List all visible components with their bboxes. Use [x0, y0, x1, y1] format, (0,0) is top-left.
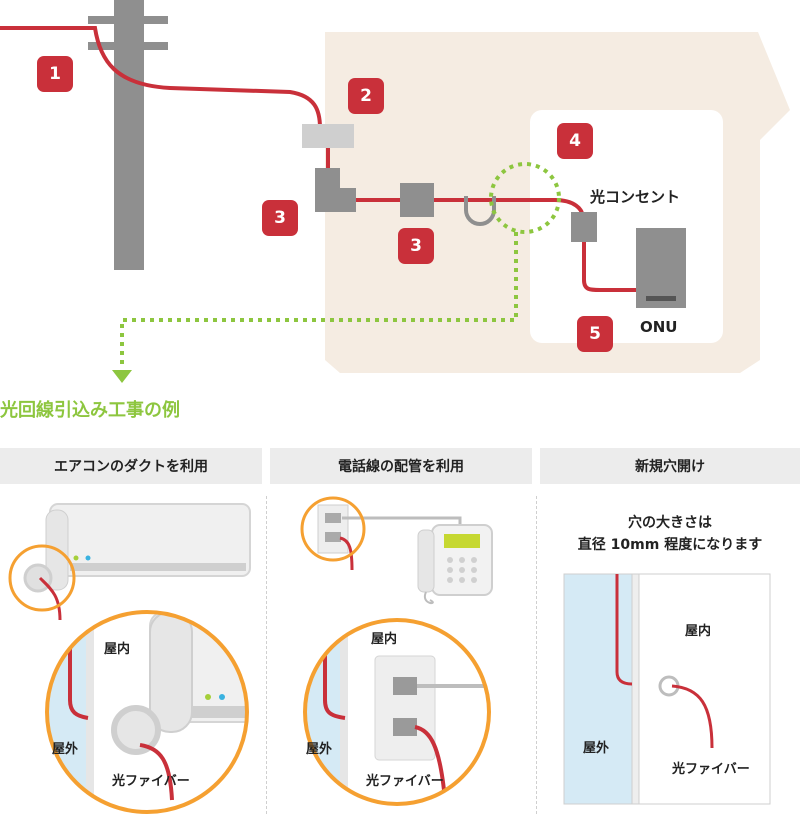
panel-2-title: 電話線の配管を利用 [270, 448, 532, 484]
onu-label: ONU [640, 318, 678, 336]
aircon-duct-zoom [149, 612, 193, 733]
panel-2-indoor-label: 屋内 [371, 632, 398, 647]
badge-3-right: 3 [398, 228, 434, 264]
panel-3-outdoor-label: 屋外 [583, 741, 610, 756]
fiber-zoom-1 [68, 640, 89, 720]
panel-3-note-line1: 穴の大きさは [628, 515, 712, 531]
junction-box [400, 183, 434, 217]
elbow-connector [315, 168, 356, 212]
zoom-ring-small-1 [8, 544, 76, 612]
hikari-outlet [571, 212, 597, 242]
installation-diagram [0, 0, 790, 383]
badge-3-left: 3 [262, 200, 298, 236]
route-dotted-line [120, 232, 518, 368]
wall-outdoor-1 [47, 612, 86, 812]
aircon-duct-small [45, 509, 69, 591]
telephone [431, 524, 493, 596]
hikari-outlet-label: 光コンセント [590, 188, 681, 206]
panel-3-fiber-label: 光ファイバー [672, 762, 750, 777]
fiber-line-aerial [0, 26, 322, 129]
panel-1-indoor-label: 屋内 [104, 642, 131, 657]
wall-outdoor-3 [563, 573, 633, 805]
badge-4: 4 [557, 123, 593, 159]
aircon-led-blue [85, 555, 91, 561]
panel-3-note-line2: 直径 10mm 程度になります [577, 537, 763, 553]
panel-1-fiber-label: 光ファイバー [112, 774, 190, 789]
panel-3-title: 新規穴開け [540, 448, 800, 484]
duct-hole-zoom [111, 705, 161, 755]
panel-1-outdoor-label: 屋外 [52, 742, 79, 757]
fiber-small-2 [339, 536, 354, 571]
route-arrow-icon [112, 370, 132, 383]
aircon-vent [70, 563, 246, 571]
onu-slot [646, 296, 676, 301]
phone-jack-zoom [374, 655, 436, 761]
wall-hole [658, 675, 680, 697]
wall-outdoor-2 [305, 620, 340, 804]
panel-3-indoor-label: 屋内 [685, 624, 712, 639]
aircon-unit-zoom [149, 612, 247, 723]
wall-anchor-box [302, 124, 354, 148]
aircon-unit [49, 503, 251, 577]
badge-1: 1 [37, 56, 73, 92]
utility-pole [114, 0, 144, 270]
aircon-led-green [73, 555, 79, 561]
fiber-line-indoor [582, 242, 638, 292]
zoom-ring-small-2 [300, 496, 366, 562]
fiber-panel-3a [615, 574, 633, 686]
pole-crossbar-top [88, 16, 168, 24]
onu-device [636, 228, 686, 308]
panel-2-fiber-label: 光ファイバー [366, 774, 444, 789]
badge-2: 2 [348, 78, 384, 114]
section-title: 光回線引込み工事の例 [0, 400, 180, 421]
panel-2-outdoor-label: 屋外 [306, 742, 333, 757]
zoom-indicator-circle [489, 162, 561, 234]
fiber-zoom-2b [414, 725, 447, 801]
panel-divider-1 [266, 496, 267, 814]
phone-jack-small [317, 504, 349, 554]
fiber-zoom-2 [323, 630, 346, 720]
pole-crossbar-bottom [88, 42, 168, 50]
badge-5: 5 [577, 316, 613, 352]
panel-divider-2 [536, 496, 537, 814]
fiber-panel-3b [671, 684, 714, 749]
fiber-small-1 [38, 576, 62, 621]
duct-hole-small [23, 563, 53, 593]
panel-1-title: エアコンのダクトを利用 [0, 448, 262, 484]
